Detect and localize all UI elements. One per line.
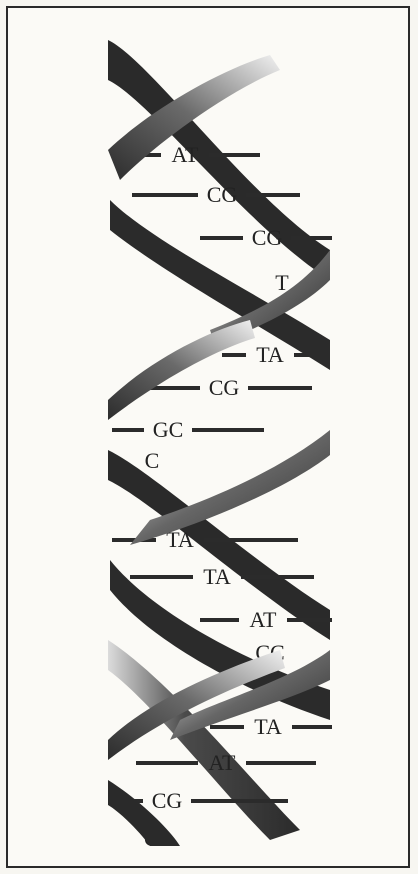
- base-pair-label: TA: [254, 714, 282, 739]
- base-pair-label: AT: [172, 142, 199, 167]
- base-pair-label: AT: [209, 750, 236, 775]
- base-pair-label: CG: [252, 225, 283, 250]
- base-pair-label: TA: [203, 564, 231, 589]
- base-pair-label: CG: [152, 788, 183, 813]
- base-pair-label: GC: [153, 417, 184, 442]
- partial-base-pair-label: C: [145, 448, 160, 473]
- base-pair-label: CG: [207, 182, 238, 207]
- strand-segment: [108, 320, 255, 420]
- base-pair-label: AT: [250, 607, 277, 632]
- base-pair-label: TA: [256, 342, 284, 367]
- base-pair-label: CG: [209, 375, 240, 400]
